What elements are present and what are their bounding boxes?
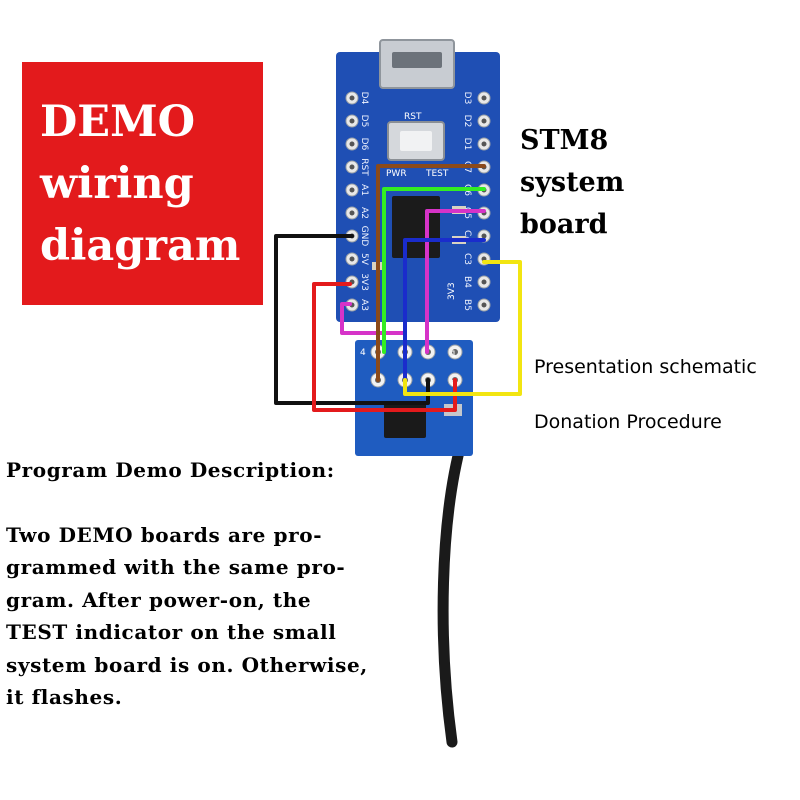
description-line-4: TEST indicator on the small [6, 620, 337, 644]
wire-green-c6 [382, 187, 486, 354]
demo-title-box: DEMO wiring diagram [22, 62, 263, 305]
silk-3v3: 3V3 [447, 282, 457, 300]
wire-brown-c7 [376, 164, 486, 382]
module-pin-label-1: 1 [451, 350, 457, 360]
demo-title-line-1: DEMO [40, 96, 196, 147]
description-line-3: gram. After power-on, the [6, 587, 312, 612]
left-pin-hole-a2 [349, 210, 355, 216]
left-pin-label-rst: RST [359, 158, 369, 176]
left-pin-label-5v: 5V [359, 253, 369, 266]
wire-blue-c4 [403, 238, 486, 382]
antenna-wire [437, 434, 468, 748]
board-title-line-3: board [520, 209, 608, 240]
demo-title-line-3: diagram [40, 220, 241, 271]
left-pin-hole-d4 [349, 95, 355, 101]
description-line-1: Two DEMO boards are pro- [6, 522, 323, 547]
board-title: STM8 system board [520, 120, 624, 246]
left-pin-label-d6: D6 [359, 138, 369, 151]
silk-test: TEST [425, 169, 449, 179]
left-pin-label-a2: A2 [359, 207, 369, 219]
right-pin-hole-d2 [481, 118, 487, 124]
wire-red-3v3 [312, 282, 457, 412]
right-pin-label-c3: C3 [462, 253, 472, 265]
right-pin-hole-c4 [481, 233, 487, 239]
right-pin-label-b5: B5 [462, 299, 472, 311]
presentation-schematic-link[interactable]: Presentation schematic [534, 356, 757, 378]
wire-magenta-c5 [425, 209, 486, 354]
left-pin-hole-d6 [349, 141, 355, 147]
left-pin-label-3v3: 3V3 [359, 273, 369, 291]
right-pin-label-c4: C4 [462, 230, 472, 242]
silk-rst: RST [404, 112, 422, 122]
left-pin-label-d5: D5 [359, 115, 369, 128]
left-pin-label-d4: D4 [359, 92, 369, 105]
right-pin-label-d1: D1 [462, 138, 472, 151]
left-pin-hole-a1 [349, 187, 355, 193]
module-chip [384, 402, 426, 438]
board-title-line-1: STM8 [520, 125, 609, 156]
right-pin-hole-b5 [481, 302, 487, 308]
right-pin-label-d3: D3 [462, 92, 472, 105]
right-pin-label-d2: D2 [462, 115, 472, 128]
demo-title-line-2: wiring [40, 158, 194, 209]
program-demo-description: Program Demo Description: Two DEMO board… [6, 454, 426, 714]
right-pin-hole-b4 [481, 279, 487, 285]
stm8-board: RST PWR TEST 3V3 D4D5D6RSTA1A2GND5V3V3A3… [336, 39, 500, 322]
left-pin-label-a3: A3 [359, 299, 369, 311]
description-heading: Program Demo Description: [6, 458, 335, 482]
wire-yellow-c3 [403, 260, 522, 396]
description-line-5: system board is on. Otherwise, [6, 652, 368, 677]
rst-button-cap [400, 131, 432, 151]
left-pin-hole-d5 [349, 118, 355, 124]
module-pin-hole-4 [452, 349, 458, 355]
left-pin-label-gnd: GND [359, 226, 369, 247]
description-line-2: grammed with the same pro- [6, 555, 346, 579]
right-pin-hole-d1 [481, 141, 487, 147]
module-pin-label-4: 4 [360, 348, 366, 358]
description-body: Two DEMO boards are pro- grammed with th… [6, 519, 426, 714]
donation-procedure-link[interactable]: Donation Procedure [534, 411, 722, 433]
usb-port-opening [392, 52, 442, 68]
left-pin-hole-rst [349, 164, 355, 170]
wires [274, 164, 522, 412]
silk-pwr: PWR [386, 169, 407, 179]
board-title-line-2: system [520, 167, 625, 198]
left-pin-label-a1: A1 [359, 184, 369, 196]
stm8-chip [392, 196, 440, 258]
description-line-6: it flashes. [6, 685, 123, 709]
left-pin-hole-5v [349, 256, 355, 262]
right-pin-label-b4: B4 [462, 276, 472, 288]
right-pin-hole-d3 [481, 95, 487, 101]
